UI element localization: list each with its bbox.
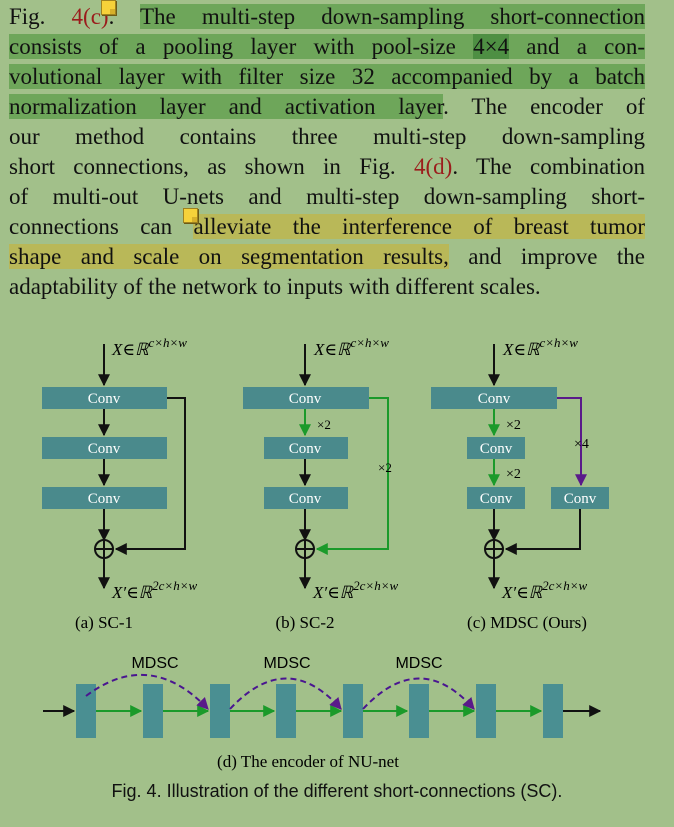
output-label: X′∈ℝ2c×h×w: [501, 578, 587, 602]
encoder-block: [476, 684, 496, 738]
conv-block: [467, 437, 525, 459]
conv-label: Conv: [289, 391, 322, 407]
mdsc-label: MDSC: [395, 655, 442, 672]
output-label: X′∈ℝ2c×h×w: [312, 578, 398, 602]
highlight-yellow[interactable]: shape and scale on segmentation results,: [9, 244, 449, 269]
conv-label: Conv: [564, 491, 597, 507]
highlight-green[interactable]: normalization layer and activation layer: [9, 94, 444, 119]
scale-label: ×2: [378, 460, 392, 475]
conv-block: [467, 487, 525, 509]
conv-block: [264, 437, 348, 459]
conv-label: Conv: [289, 491, 322, 507]
figure-caption: Fig. 4. Illustration of the different sh…: [111, 781, 563, 801]
input-label: X∈ℝc×h×w: [111, 335, 187, 359]
output-label: X′∈ℝ2c×h×w: [111, 578, 197, 602]
text-line-9: shape and scale on segmentation results,…: [9, 242, 645, 272]
conv-label: Conv: [478, 391, 511, 407]
sticky-note-icon[interactable]: [183, 208, 198, 223]
text-fragment: consists of a pooling layer with pool-si…: [9, 34, 474, 59]
diagram-encoder: MDSC MDSC MDSC (d) The encoder of NU-net: [43, 655, 602, 771]
highlight-yellow[interactable]: alleviate the interference of breast tum…: [193, 214, 645, 239]
sticky-note-icon[interactable]: [101, 0, 116, 15]
conv-block: [264, 487, 348, 509]
scale-label: ×2: [506, 467, 521, 482]
dashed-arc: [362, 677, 475, 710]
encoder-block: [343, 684, 363, 738]
encoder-block: [210, 684, 230, 738]
subfigure-label-c: (c) MDSC (Ours): [467, 613, 587, 632]
conv-block: [243, 387, 369, 409]
conv-label: Conv: [480, 441, 513, 457]
skip-connection-green: [315, 397, 389, 555]
scale-label: ×4: [574, 437, 589, 452]
add-node: [484, 539, 504, 559]
text-fragment: . The encoder of: [443, 94, 645, 119]
text-fragment: connections can: [9, 214, 194, 239]
conv-label: Conv: [289, 441, 322, 457]
text-line-2: consists of a pooling layer with pool-si…: [9, 32, 645, 62]
subfigure-label-a: (a) SC-1: [75, 613, 133, 632]
text-fragment: Fig.: [9, 4, 72, 29]
skip-connection-purple: [557, 397, 587, 487]
highlight-green[interactable]: consists of a pooling layer with pool-si…: [9, 34, 645, 59]
merge-arrow: [504, 509, 581, 555]
text-line-7: of multi-out U-nets and multi-step down-…: [9, 184, 645, 209]
highlight-dark[interactable]: 4×4: [473, 34, 510, 59]
scale-label: ×2: [317, 417, 331, 432]
conv-block: [431, 387, 557, 409]
highlight-green[interactable]: The multi-step down-sampling short-conne…: [140, 4, 645, 29]
text-line-10: adaptability of the network to inputs wi…: [9, 274, 541, 299]
scale-label: ×2: [506, 418, 521, 433]
figure-ref-link-4d[interactable]: 4(d): [413, 154, 453, 179]
encoder-block: [543, 684, 563, 738]
diagram-sc-2: X∈ℝc×h×w Conv ×2 Conv Conv ×2 X′∈ℝ2c×h×w…: [243, 335, 398, 632]
dashed-arc: [229, 677, 342, 710]
encoder-block: [143, 684, 163, 738]
input-label: X∈ℝc×h×w: [313, 335, 389, 359]
subfigure-label-d: (d) The encoder of NU-net: [217, 752, 399, 771]
mdsc-label: MDSC: [131, 655, 178, 672]
skip-connection: [114, 397, 186, 555]
text-line-8: connections can alleviate the interferen…: [9, 212, 645, 242]
text-fragment: and a con-: [509, 34, 645, 59]
add-node: [94, 539, 114, 559]
conv-label: Conv: [480, 491, 513, 507]
conv-block: [42, 437, 167, 459]
conv-block: [42, 487, 167, 509]
encoder-block: [276, 684, 296, 738]
paragraph: Fig. 4(c). The multi-step down-sampling …: [9, 2, 645, 302]
add-node: [295, 539, 315, 559]
conv-label: Conv: [88, 391, 121, 407]
mdsc-label: MDSC: [263, 655, 310, 672]
encoder-block: [409, 684, 429, 738]
text-line-6: short connections, as shown in Fig. 4(d)…: [9, 152, 645, 182]
diagram-sc-1: X∈ℝc×h×w Conv Conv Conv X′∈ℝ2c×h×w (a) S…: [42, 335, 197, 632]
subfigure-label-b: (b) SC-2: [275, 613, 334, 632]
text-line-3: volutional layer with filter size 32 acc…: [9, 62, 645, 92]
text-line-4: normalization layer and activation layer…: [9, 92, 645, 122]
text-fragment: and improve the: [448, 244, 645, 269]
conv-block: [42, 387, 167, 409]
highlight-green[interactable]: volutional layer with filter size 32 acc…: [9, 64, 645, 89]
text-fragment: . The combination: [452, 154, 645, 179]
conv-block: [551, 487, 609, 509]
text-fragment: .: [108, 4, 140, 29]
conv-label: Conv: [88, 491, 121, 507]
diagram-mdsc: X∈ℝc×h×w Conv ×2 Conv ×2 Conv ×4 Conv X′…: [431, 335, 609, 632]
figure-diagram: X∈ℝc×h×w Conv Conv Conv X′∈ℝ2c×h×w (a) S…: [42, 335, 609, 771]
text-fragment: short connections, as shown in Fig.: [9, 154, 414, 179]
encoder-block: [76, 684, 96, 738]
input-label: X∈ℝc×h×w: [502, 335, 578, 359]
text-line-5: our method contains three multi-step dow…: [9, 124, 645, 149]
conv-label: Conv: [88, 441, 121, 457]
